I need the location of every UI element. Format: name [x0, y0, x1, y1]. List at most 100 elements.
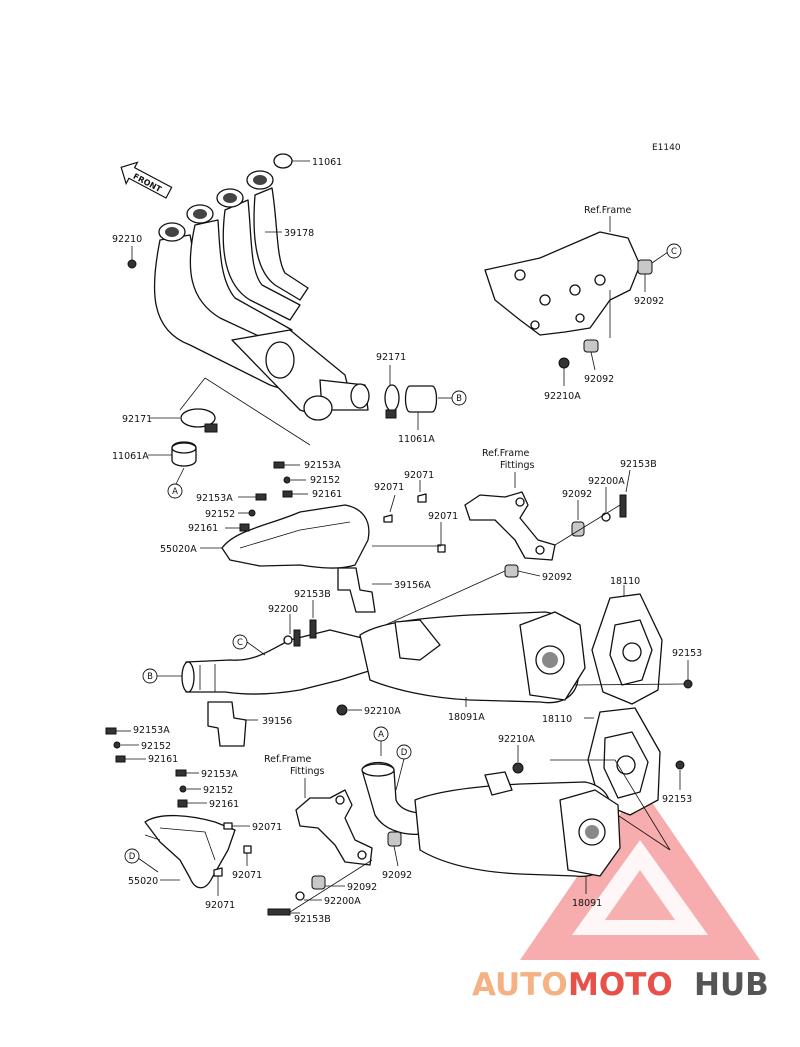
footpeg-bracket-upper [464, 491, 556, 561]
label-92153a-c: 92153A [133, 725, 170, 736]
nut-92210a-lower [512, 762, 524, 774]
insulator-39156 [207, 701, 247, 747]
label-92161-d: 92161 [209, 799, 239, 810]
label-92071-d: 92071 [252, 822, 282, 833]
nut-92210a-muffler [336, 704, 348, 716]
footpeg-bracket-lower [295, 789, 373, 866]
clip-92071-4 [223, 822, 233, 830]
muffler-18091a [359, 611, 586, 704]
connector-d-1 [124, 848, 140, 864]
label-92153b-a: 92153B [620, 459, 657, 470]
label-92200a-a: 92200A [588, 476, 625, 487]
connector-a-2-label: A [378, 730, 384, 740]
bushing-92092-muffler [504, 564, 519, 578]
connector-b-1-label: B [456, 394, 462, 404]
label-92210: 92210 [112, 234, 142, 245]
label-92161-a: 92161 [312, 489, 342, 500]
clip-92071-3 [437, 544, 446, 553]
connector-a-1-label: A [172, 487, 178, 497]
insulator-39156a [337, 567, 376, 613]
watermark-moto: MOTO [568, 967, 673, 1003]
label-92092-a: 92092 [634, 296, 664, 307]
washer-92152-lower-1 [113, 741, 121, 749]
ref-frame-fittings-lower-2: Fittings [290, 766, 325, 777]
label-92200a-b: 92200A [324, 896, 361, 907]
label-92171-b: 92171 [376, 352, 406, 363]
label-39156a: 39156A [394, 580, 431, 591]
clip-92071-1 [383, 514, 393, 523]
label-92092-d: 92092 [542, 572, 572, 583]
nut-92210a-frame [558, 357, 570, 369]
clip-92071-6 [213, 867, 223, 877]
mid-pipe-upper [181, 629, 373, 695]
ref-frame-label: Ref.Frame [584, 205, 631, 216]
label-92153b-c: 92153B [294, 914, 331, 925]
label-92071-c: 92071 [428, 511, 458, 522]
label-39156: 39156 [262, 716, 292, 727]
mid-pipe-lower [361, 761, 433, 835]
label-92161-c: 92161 [148, 754, 178, 765]
bolt-92153a-top [273, 461, 285, 469]
grommet-92161-lower-2 [177, 799, 188, 808]
clip-92071-5 [243, 845, 252, 854]
washer-92152-side [248, 509, 256, 517]
label-92152-d: 92152 [203, 785, 233, 796]
washer-92152-top [283, 476, 291, 484]
label-92153-b: 92153 [662, 794, 692, 805]
bolt-92153a-side [255, 493, 267, 501]
clamp-92171-left [180, 408, 216, 428]
connector-d-1-label: D [129, 852, 136, 862]
bolt-92153b-upper [619, 494, 627, 518]
automotohub-watermark: AUTO MOTO HUB [472, 785, 769, 1003]
label-92200: 92200 [268, 604, 298, 615]
connector-b-1 [451, 390, 467, 406]
bolt-92153a-lower-1 [105, 727, 117, 735]
label-92171-a: 92171 [122, 414, 152, 425]
ref-frame-fittings-upper-2: Fittings [500, 460, 535, 471]
label-92071-a: 92071 [374, 482, 404, 493]
label-11061: 11061 [312, 157, 342, 168]
bolt-92153a-lower-2 [175, 769, 187, 777]
label-92071-e: 92071 [232, 870, 262, 881]
label-92152-b: 92152 [205, 509, 235, 520]
front-arrow-icon: FRONT [120, 161, 173, 199]
collector-outlet [303, 395, 333, 421]
nut-92153-upper [683, 679, 693, 689]
exhaust-header-pipes [153, 170, 370, 421]
bushing-92092-lower-1 [387, 831, 402, 847]
nut-92210 [127, 259, 137, 269]
grommet-92161-top [282, 490, 293, 498]
washer-92200a-upper [601, 512, 611, 522]
label-55020: 55020 [128, 876, 158, 887]
label-18091: 18091 [572, 898, 602, 909]
label-92092-f: 92092 [382, 870, 412, 881]
label-18110-a: 18110 [610, 576, 640, 587]
label-92210a-a: 92210A [544, 391, 581, 402]
bushing-92092-lower-2 [311, 875, 326, 890]
label-92092-b: 92092 [584, 374, 614, 385]
ref-frame-fittings-lower-1: Ref.Frame [264, 754, 311, 765]
label-92071-f: 92071 [205, 900, 235, 911]
connector-d-2-label: D [401, 748, 408, 758]
label-92153b-b: 92153B [294, 589, 331, 600]
connector-a-1 [167, 483, 183, 499]
label-92153a-a: 92153A [304, 460, 341, 471]
label-92210a-b: 92210A [364, 706, 401, 717]
label-11061a-b: 11061A [398, 434, 435, 445]
label-92152-a: 92152 [310, 475, 340, 486]
heat-guard-55020a [221, 504, 370, 569]
diagram-code: E1140 [652, 143, 681, 153]
watermark-auto: AUTO [472, 967, 568, 1003]
connector-b-2-label: B [147, 672, 153, 682]
washer-92152-lower-2 [179, 785, 187, 793]
label-92092-g: 92092 [347, 882, 377, 893]
connector-c-1 [666, 243, 682, 259]
grommet-92161-side [239, 523, 250, 532]
label-92092-c: 92092 [562, 489, 592, 500]
heat-guard-55020 [144, 814, 236, 889]
washer-92200 [283, 635, 293, 645]
washer-92200a-lower [295, 891, 305, 901]
frame-section [484, 231, 641, 336]
watermark-hub: HUB [694, 967, 769, 1003]
label-92071-b: 92071 [404, 470, 434, 481]
